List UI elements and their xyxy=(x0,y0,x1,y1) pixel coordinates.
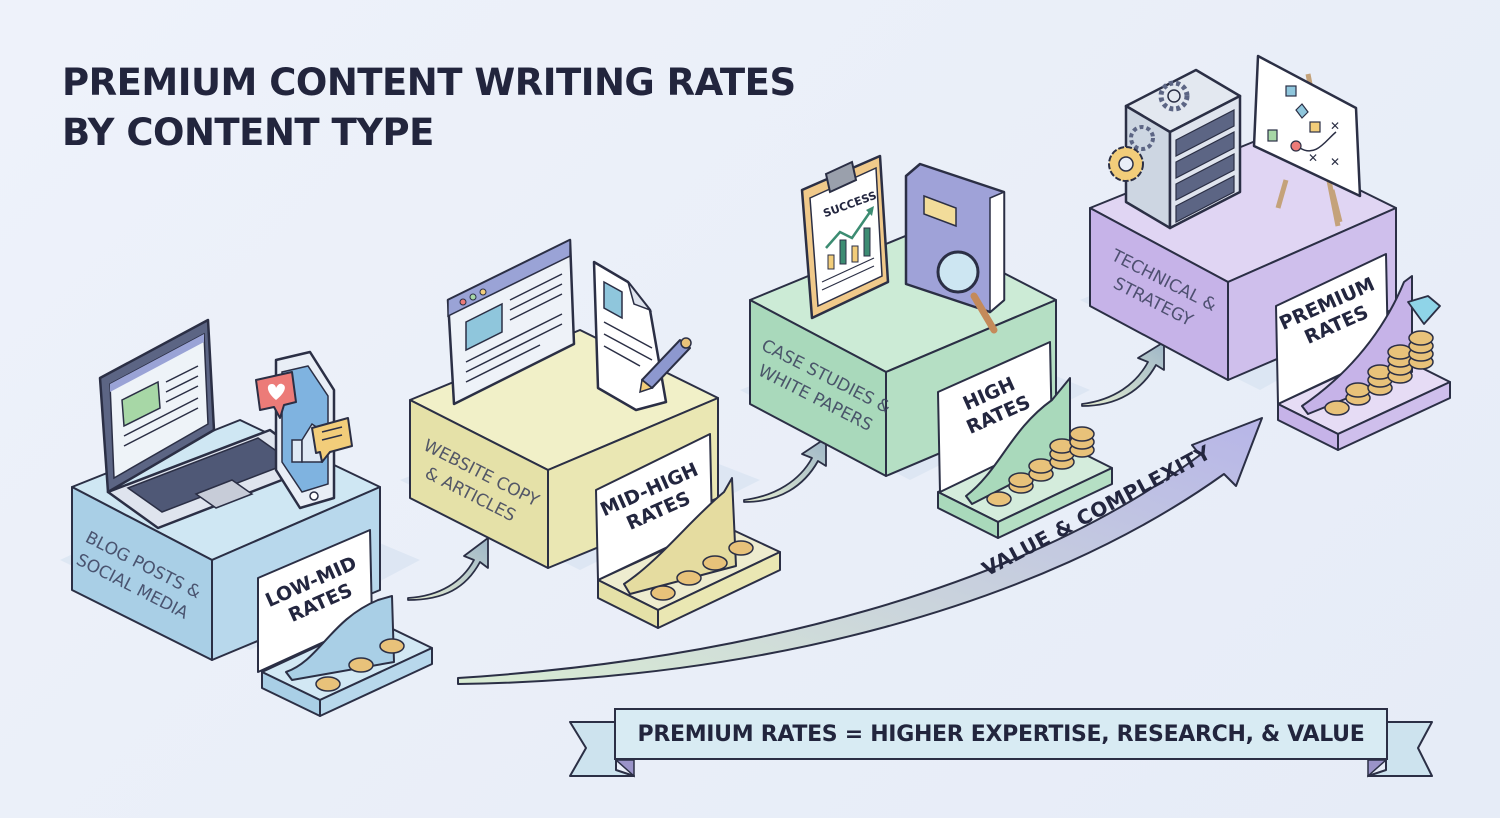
diamond-icon xyxy=(1407,295,1441,325)
tier-4-coins xyxy=(1324,330,1434,416)
step-arrow-3 xyxy=(1081,341,1165,407)
step-arrow-1 xyxy=(407,537,489,601)
document-icon xyxy=(592,260,668,412)
svg-text:✕: ✕ xyxy=(1330,155,1340,169)
tier-2-coins xyxy=(650,540,754,601)
laptop-icon xyxy=(98,318,320,530)
title-line-2: BY CONTENT TYPE xyxy=(62,111,434,154)
gear-icon xyxy=(1108,80,1190,182)
browser-window-icon xyxy=(446,238,576,406)
summary-banner-text: PREMIUM RATES = HIGHER EXPERTISE, RESEAR… xyxy=(637,721,1365,747)
banner-ribbon-tails xyxy=(569,721,1433,778)
tier-3-coins xyxy=(986,426,1095,507)
title-line-1: PREMIUM CONTENT WRITING RATES xyxy=(62,61,796,104)
value-complexity-arrow xyxy=(457,417,1263,685)
svg-text:✕: ✕ xyxy=(1330,119,1340,133)
page-title: PREMIUM CONTENT WRITING RATES BY CONTENT… xyxy=(62,58,796,158)
step-arrow-2 xyxy=(743,437,827,503)
tier-1-coins xyxy=(315,638,405,692)
svg-text:✕: ✕ xyxy=(1308,151,1318,165)
clipboard-chart-icon xyxy=(800,154,890,320)
chat-bubble-icon xyxy=(311,417,353,463)
pen-icon xyxy=(639,337,692,394)
heart-bubble-icon xyxy=(255,371,297,419)
flowchart-easel-icon: ✕ ✕ ✕ xyxy=(1252,54,1362,227)
summary-banner: PREMIUM RATES = HIGHER EXPERTISE, RESEAR… xyxy=(614,708,1388,760)
book-icon xyxy=(904,162,1006,314)
magnifier-icon xyxy=(936,250,998,334)
server-icon xyxy=(1124,68,1242,230)
